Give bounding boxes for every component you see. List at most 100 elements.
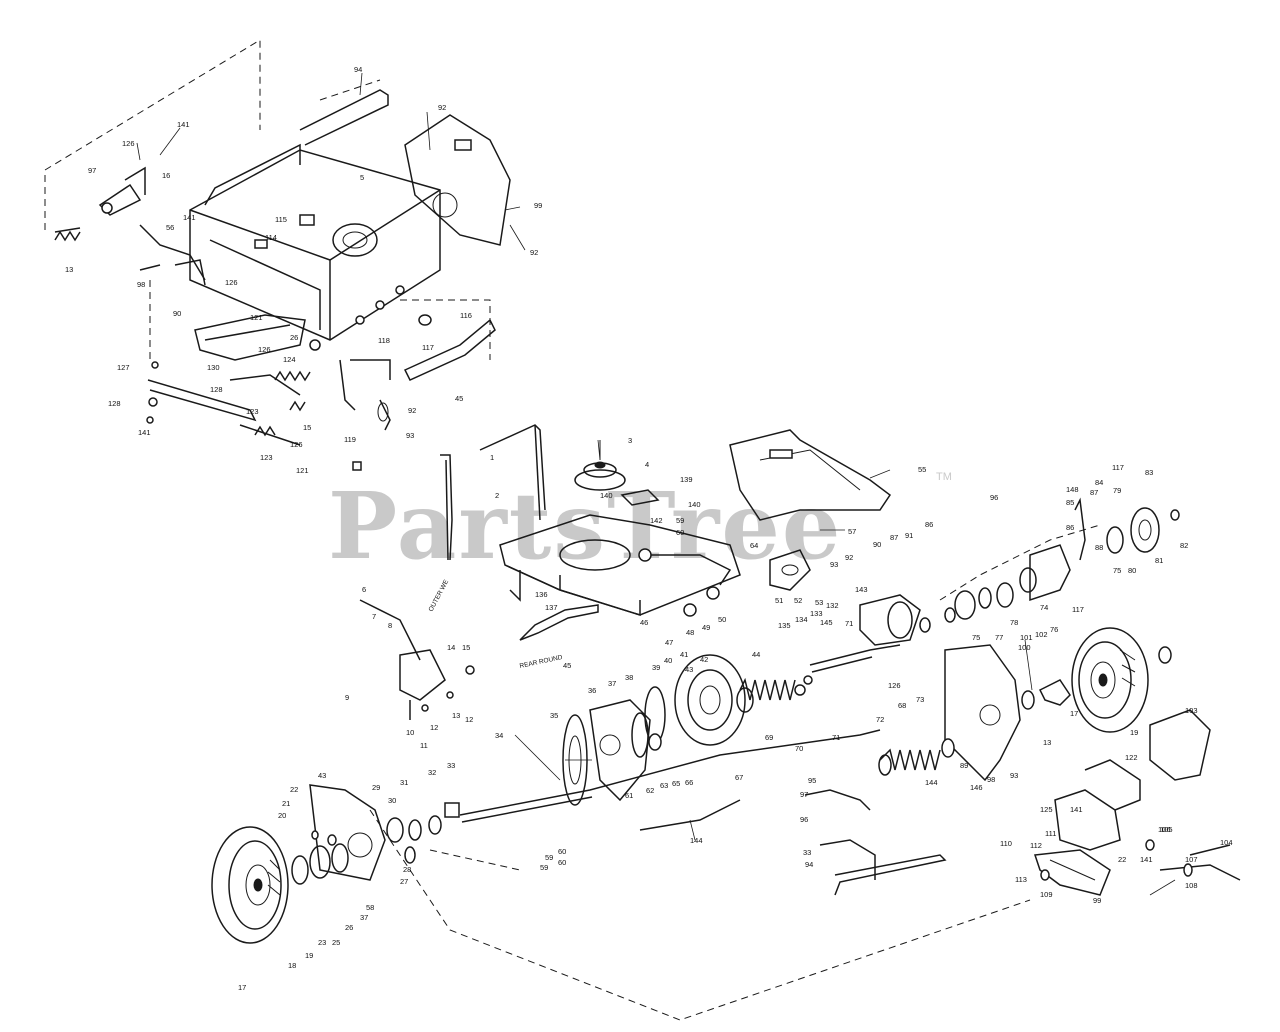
callout: 107 bbox=[1185, 855, 1198, 864]
callout: 94 bbox=[354, 65, 362, 74]
callout: 75 bbox=[972, 633, 980, 642]
callout: 70 bbox=[795, 744, 803, 753]
callout: 23 bbox=[318, 938, 326, 947]
callout: 78 bbox=[1010, 618, 1018, 627]
callout: 96 bbox=[990, 493, 998, 502]
callout: 108 bbox=[1185, 881, 1198, 890]
callout: 45 bbox=[455, 394, 463, 403]
callout: 141 bbox=[1140, 855, 1153, 864]
callout: 118 bbox=[378, 336, 390, 345]
callout: 8 bbox=[388, 621, 392, 630]
callout: 65 bbox=[672, 779, 680, 788]
callout: 100 bbox=[1018, 643, 1031, 652]
callout: 83 bbox=[1145, 468, 1153, 477]
callout: 130 bbox=[207, 363, 220, 372]
deck-frame-assembly bbox=[44, 39, 511, 471]
callout: 126 bbox=[290, 440, 303, 449]
callout: 102 bbox=[1035, 630, 1048, 639]
callout: 14 bbox=[447, 643, 455, 652]
callout: 95 bbox=[808, 776, 816, 785]
callouts: 94 141 126 16 97 5 92 99 92 13 141 115 1… bbox=[65, 65, 1233, 992]
callout: 88 bbox=[1095, 543, 1103, 552]
callout: 19 bbox=[1130, 728, 1138, 737]
callout: 22 bbox=[290, 785, 298, 794]
callout: 82 bbox=[1180, 541, 1188, 550]
callout: 49 bbox=[702, 623, 710, 632]
callout: 133 bbox=[810, 609, 823, 618]
chute-assembly bbox=[1033, 709, 1241, 896]
watermark: PartsTree TM bbox=[328, 471, 952, 580]
callout: 55 bbox=[918, 465, 926, 474]
callout: 46 bbox=[640, 618, 648, 627]
callout: 43 bbox=[318, 771, 326, 780]
callout: 119 bbox=[344, 435, 356, 444]
callout: 44 bbox=[752, 650, 760, 659]
callout: 6 bbox=[362, 585, 366, 594]
watermark-tm: TM bbox=[936, 471, 952, 483]
callout: 92 bbox=[438, 103, 446, 112]
callout: 89 bbox=[960, 761, 968, 770]
callout: 75 bbox=[1113, 566, 1121, 575]
callout: 134 bbox=[795, 615, 808, 624]
callout: 1 bbox=[490, 453, 494, 462]
callout: 56 bbox=[166, 223, 174, 232]
callout: 60 bbox=[676, 528, 684, 537]
callout: 33 bbox=[447, 761, 455, 770]
callout: 148 bbox=[1066, 485, 1079, 494]
callout: 15 bbox=[303, 423, 311, 432]
callout: 28 bbox=[403, 865, 411, 874]
callout: 128 bbox=[108, 399, 121, 408]
callout: 126 bbox=[258, 345, 271, 354]
callout: 140 bbox=[688, 500, 701, 509]
callout: 141 bbox=[183, 213, 196, 222]
callout: 111 bbox=[1045, 829, 1056, 838]
callout: 74 bbox=[1040, 603, 1048, 612]
callout: 121 bbox=[250, 313, 263, 322]
callout: 9 bbox=[345, 693, 349, 702]
callout: 21 bbox=[282, 799, 290, 808]
callout: 11 bbox=[420, 741, 428, 750]
callout: 4 bbox=[645, 460, 649, 469]
callout: 3 bbox=[628, 436, 632, 445]
callout: 17 bbox=[238, 983, 246, 992]
callout: 105 bbox=[1160, 825, 1173, 834]
callout: 33 bbox=[803, 848, 811, 857]
callout: 43 bbox=[685, 665, 693, 674]
callout: 87 bbox=[1090, 488, 1098, 497]
callout: 15 bbox=[462, 643, 470, 652]
callout: 37 bbox=[608, 679, 616, 688]
callout: 110 bbox=[1000, 839, 1012, 848]
watermark-text: PartsTree bbox=[328, 472, 842, 580]
callout: 81 bbox=[1155, 556, 1163, 565]
callout: 127 bbox=[117, 363, 130, 372]
callout: 146 bbox=[970, 783, 983, 792]
callout: 60 bbox=[558, 847, 566, 856]
callout: 93 bbox=[1010, 771, 1018, 780]
callout: 91 bbox=[905, 531, 913, 540]
callout: 142 bbox=[650, 516, 663, 525]
callout: 128 bbox=[210, 385, 223, 394]
callout: 35 bbox=[550, 711, 558, 720]
callout: 145 bbox=[820, 618, 833, 627]
callout: 137 bbox=[545, 603, 558, 612]
callout: 48 bbox=[686, 628, 694, 637]
callout: 144 bbox=[925, 778, 938, 787]
callout: 7 bbox=[372, 612, 376, 621]
callout: 141 bbox=[1070, 805, 1083, 814]
callout: 62 bbox=[646, 786, 654, 795]
right-wheel-assembly bbox=[1021, 627, 1172, 733]
callout: 58 bbox=[366, 903, 374, 912]
callout: 27 bbox=[400, 877, 408, 886]
callout: 121 bbox=[296, 466, 309, 475]
callout: 85 bbox=[1066, 498, 1074, 507]
callout: 84 bbox=[1095, 478, 1103, 487]
callout: 69 bbox=[765, 733, 773, 742]
callout: 66 bbox=[685, 778, 693, 787]
callout: 109 bbox=[1040, 890, 1053, 899]
callout: 38 bbox=[625, 673, 633, 682]
callout: 61 bbox=[625, 791, 633, 800]
callout: 141 bbox=[138, 428, 151, 437]
callout: 96 bbox=[800, 815, 808, 824]
callout: 29 bbox=[372, 783, 380, 792]
callout: 135 bbox=[778, 621, 791, 630]
